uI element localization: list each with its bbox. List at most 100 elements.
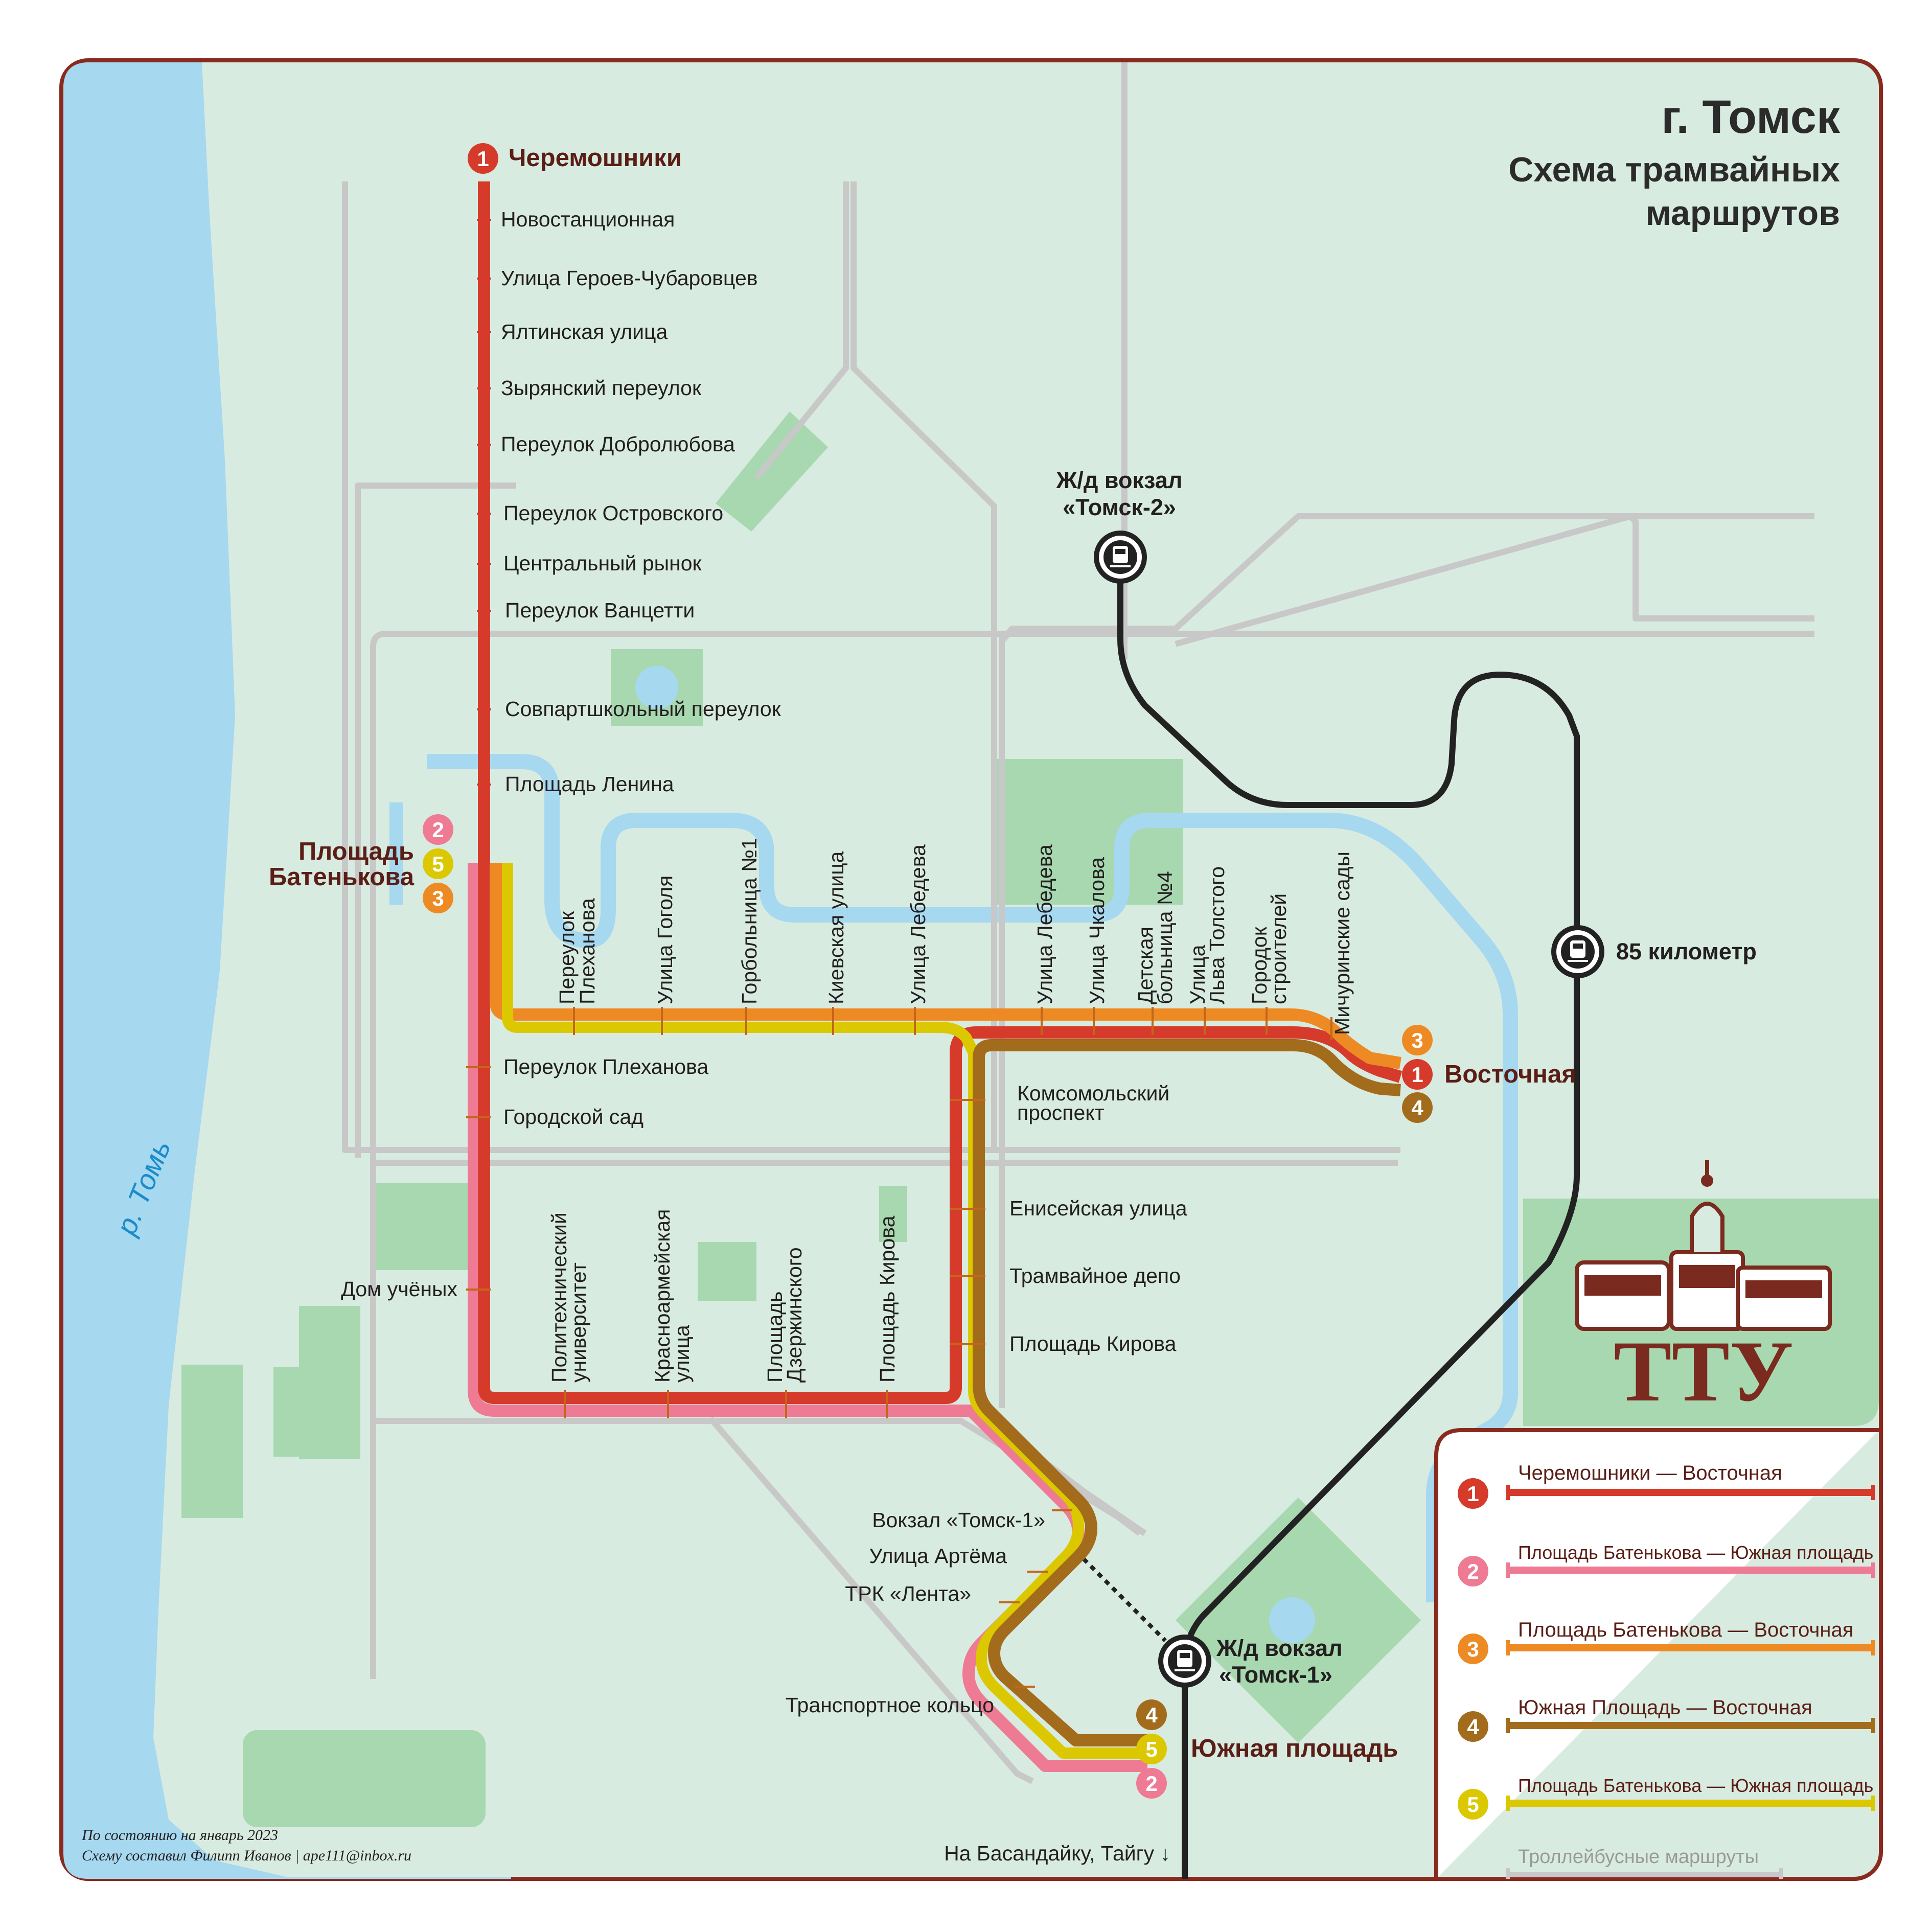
railway-basandayka: На Басандайку, Тайгу ↓ — [944, 1842, 1170, 1865]
stop-rynok: Центральный рынок — [503, 551, 702, 575]
title-line-1: Схема трамвайных — [1508, 150, 1840, 189]
stop-lenina: Площадь Ленина — [505, 772, 674, 796]
stop-gogolya: Улица Гоголя — [653, 876, 677, 1004]
river-stream — [427, 754, 1518, 1602]
legend-item-1: 1 Черемошники — Восточная — [1458, 1462, 1875, 1509]
stop-artyoma: Улица Артёма — [869, 1544, 1007, 1568]
stop-lebedeva-1: Улица Лебедева — [906, 844, 930, 1004]
svg-text:2: 2 — [1467, 1559, 1479, 1583]
route-4-line — [973, 1039, 1401, 1746]
legend: 1 Черемошники — Восточная 2 Площадь Бате… — [1458, 1462, 1875, 1879]
stop-detskaya-line2: больница №4 — [1153, 871, 1177, 1004]
trolley-main-1 — [370, 631, 1814, 1679]
railway — [1117, 560, 1580, 1879]
station-icon-tomsk1 — [1158, 1635, 1211, 1688]
stop-lenta: ТРК «Лента» — [845, 1582, 971, 1605]
stop-geroev: Улица Героев-Чубаровцев — [501, 266, 758, 290]
svg-text:Троллейбусные маршруты: Троллейбусные маршруты — [1518, 1846, 1759, 1868]
stop-plekhanova-v-line1: Переулок — [555, 911, 579, 1004]
tram-lines — [468, 181, 1402, 1772]
stop-michurinskie: Мичуринские сады — [1330, 852, 1354, 1035]
stop-vantsetti: Переулок Ванцетти — [505, 599, 695, 622]
park-small-2 — [879, 1186, 907, 1242]
park-small-1 — [698, 1242, 756, 1301]
stop-depo: Трамвайное депо — [1009, 1264, 1181, 1287]
svg-text:3: 3 — [432, 886, 444, 910]
ttu-logo: ТТУ — [1575, 1160, 1832, 1419]
badge-yuzhnaya-4: 4 — [1136, 1699, 1167, 1730]
badge-vostochnaya-1: 1 — [1402, 1059, 1433, 1090]
trolley-lower-h — [373, 1418, 1147, 1536]
stop-dobrolyubova: Переулок Добролюбова — [501, 432, 735, 456]
route-5-line — [502, 863, 1147, 1759]
badge-yuzhnaya-5: 5 — [1136, 1734, 1167, 1764]
svg-text:2: 2 — [432, 818, 444, 842]
badge-cheremoshniki-1: 1 — [468, 143, 498, 174]
badge-vostochnaya-4: 4 — [1402, 1092, 1433, 1123]
badge-batenkova-3: 3 — [423, 883, 453, 913]
svg-text:4: 4 — [1467, 1715, 1479, 1739]
stop-eniseyskaya: Енисейская улица — [1009, 1197, 1187, 1220]
svg-text:Площадь Батенькова — Восточная: Площадь Батенькова — Восточная — [1518, 1619, 1853, 1641]
lake-1 — [635, 666, 678, 709]
stop-tolstogo-line2: Льва Толстого — [1205, 866, 1229, 1004]
stop-kievskaya: Киевская улица — [824, 851, 848, 1004]
railway-tomsk1-line1: Ж/д вокзал — [1216, 1635, 1343, 1661]
ticks-east-row — [573, 1007, 1332, 1040]
svg-text:Площадь Батенькова — Южная пло: Площадь Батенькова — Южная площадь — [1518, 1775, 1873, 1796]
trolley-n-left — [342, 181, 1400, 1153]
park-diagonal — [716, 411, 828, 532]
legend-item-3: 3 Площадь Батенькова — Восточная — [1458, 1619, 1875, 1664]
stop-chkalova: Улица Чкалова — [1085, 857, 1109, 1004]
svg-text:1: 1 — [477, 147, 489, 171]
badge-batenkova-2: 2 — [423, 814, 453, 845]
legend-panel — [1434, 1428, 1879, 1879]
legend-item-2: 2 Площадь Батенькова — Южная площадь — [1458, 1542, 1875, 1586]
svg-text:4: 4 — [1411, 1096, 1423, 1120]
svg-text:Южная Площадь — Восточная: Южная Площадь — Восточная — [1518, 1696, 1812, 1719]
stop-gorodok-line1: Городок — [1248, 926, 1271, 1004]
terminal-yuzhnaya: Южная площадь — [1191, 1735, 1398, 1762]
terminal-batenkova-line1: Площадь — [298, 838, 414, 865]
railway-85km: 85 километр — [1616, 938, 1757, 964]
svg-text:Площадь Батенькова — Южная пло: Площадь Батенькова — Южная площадь — [1518, 1542, 1873, 1563]
stop-gorodskoy-sad: Городской сад — [503, 1105, 643, 1129]
trolley-west-box — [355, 482, 516, 1158]
station-icon-85km — [1551, 925, 1604, 978]
ticks-pink-west — [466, 1066, 491, 1291]
park-city-garden — [376, 1183, 483, 1270]
legend-item-trolleybus: Троллейбусные маршруты — [1506, 1846, 1783, 1879]
badge-vostochnaya-3: 3 — [1402, 1025, 1433, 1055]
svg-text:5: 5 — [1467, 1792, 1479, 1816]
stop-detskaya-line1: Детская — [1134, 927, 1157, 1004]
footnote-line-1: По состоянию на январь 2023 — [81, 1827, 278, 1844]
railway-tomsk2-line2: «Томск-2» — [1063, 494, 1176, 520]
stop-lebedeva-2: Улица Лебедева — [1033, 844, 1056, 1004]
stop-dom-uchenykh: Дом учёных — [341, 1277, 457, 1301]
ticks-inner-v — [950, 1099, 985, 1345]
terminal-cheremoshniki: Черемошники — [509, 144, 682, 172]
stop-dzerzh-line1: Площадь — [763, 1292, 787, 1383]
park-left-2 — [273, 1367, 360, 1457]
stop-kirova-h: Площадь Кирова — [1009, 1332, 1177, 1355]
svg-text:4: 4 — [1145, 1703, 1158, 1727]
stop-komsomolsky-line2: проспект — [1017, 1101, 1105, 1124]
ticks-diagonal — [999, 1509, 1072, 1688]
badge-yuzhnaya-2: 2 — [1136, 1768, 1167, 1799]
trolley-ne-loop — [1175, 513, 1814, 647]
railway-tomsk1-line2: «Томск-1» — [1219, 1662, 1332, 1688]
trolley-ne — [999, 513, 1814, 643]
svg-text:2: 2 — [1145, 1772, 1157, 1796]
svg-text:Черемошники — Восточная: Черемошники — Восточная — [1518, 1462, 1782, 1484]
svg-text:3: 3 — [1467, 1637, 1479, 1661]
stop-sovpartshkolny: Совпартшкольный переулок — [505, 697, 781, 721]
stop-ticks — [477, 219, 491, 786]
trolley-n-fork-2 — [850, 181, 997, 1150]
station-icon-tomsk2 — [1094, 531, 1147, 584]
terminal-vostochnaya: Восточная — [1444, 1061, 1576, 1088]
legend-item-5: 5 Площадь Батенькова — Южная площадь — [1458, 1775, 1875, 1820]
stop-komsomolsky-line1: Комсомольский — [1017, 1082, 1169, 1105]
stop-krasnoarm-line2: улица — [670, 1325, 694, 1383]
park-left-3 — [181, 1365, 243, 1518]
stop-krasnoarm-line1: Красноармейская — [651, 1209, 674, 1383]
